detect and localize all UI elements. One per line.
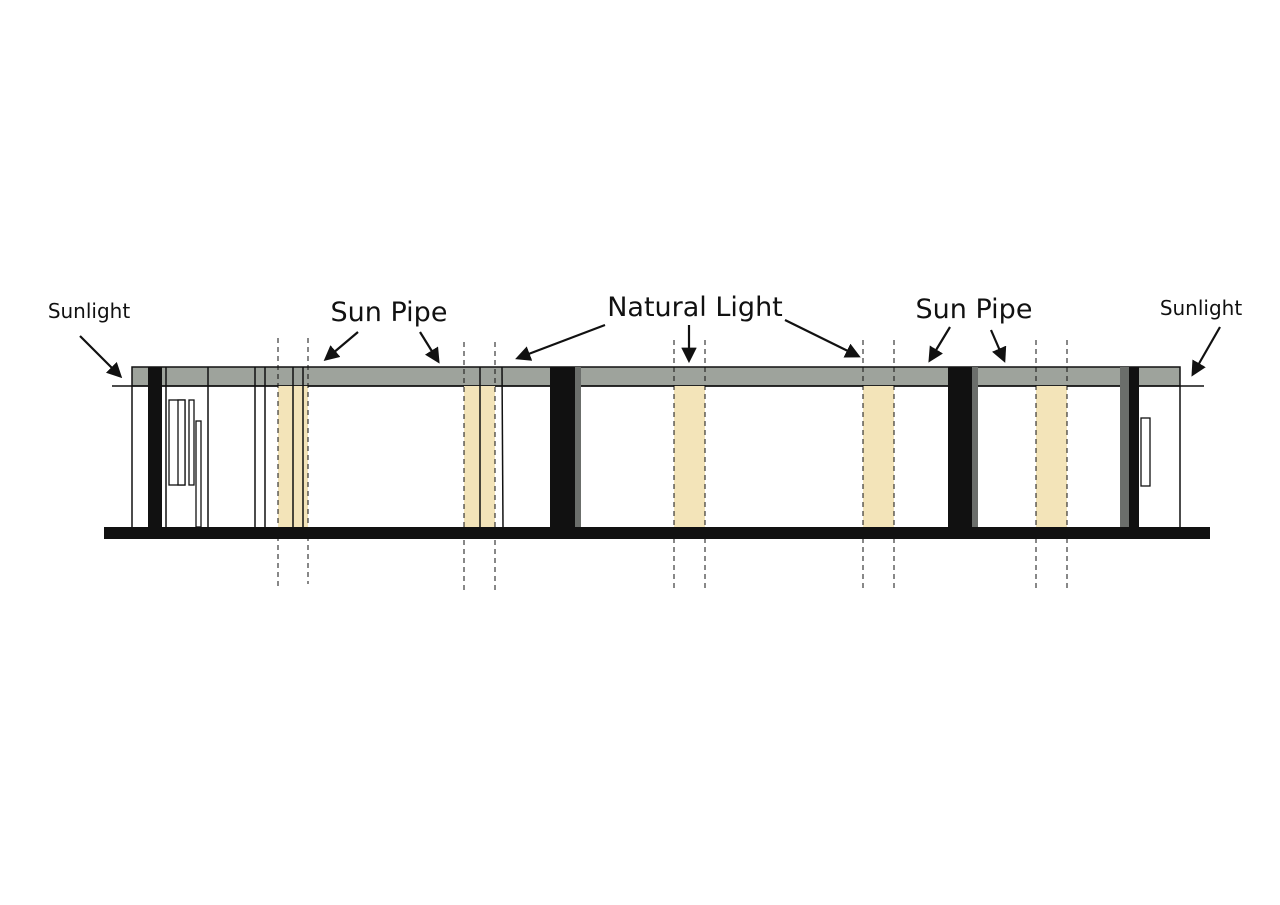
arrow-natural-light-a — [515, 323, 606, 361]
thin-walls — [131, 366, 1181, 528]
annotation-arrows — [79, 319, 1221, 379]
column-side — [1120, 367, 1129, 527]
arrow-sun-pipe-right-b — [989, 329, 1007, 363]
arrow-sun-pipe-right-a — [928, 326, 951, 363]
column-side — [575, 367, 581, 527]
label-sun-pipe-left: Sun Pipe — [331, 297, 448, 328]
ground-slab — [104, 527, 1210, 539]
label-sun-pipe-right: Sun Pipe — [916, 294, 1033, 325]
label-sunlight-left: Sunlight — [48, 299, 131, 323]
interior-fixture-right — [1140, 417, 1151, 487]
light-shaft — [1036, 386, 1067, 527]
column — [148, 367, 162, 527]
interior-fixtures-left — [168, 399, 202, 528]
column — [550, 367, 575, 527]
column-side — [972, 367, 978, 527]
arrow-sun-pipe-left-b — [419, 331, 440, 364]
light-shaft — [674, 386, 705, 527]
arrow-sunlight-left — [79, 335, 123, 379]
arrow-sun-pipe-left-a — [323, 331, 359, 361]
arrow-sunlight-right — [1191, 326, 1221, 377]
light-shaft — [863, 386, 894, 527]
roof-slab — [131, 366, 1181, 387]
label-sunlight-right: Sunlight — [1160, 296, 1243, 320]
arrow-natural-light-c — [784, 319, 861, 358]
structural-columns — [148, 367, 1139, 527]
projection-lines — [277, 338, 1068, 592]
column — [1129, 367, 1139, 527]
label-natural-light: Natural Light — [607, 292, 783, 323]
column — [948, 367, 972, 527]
